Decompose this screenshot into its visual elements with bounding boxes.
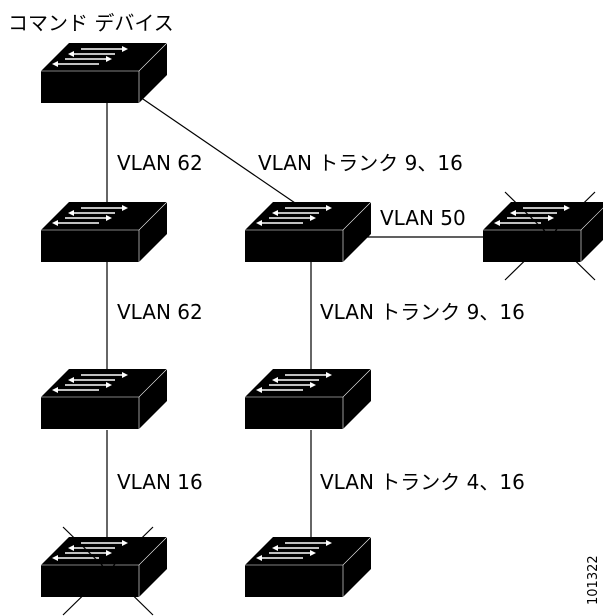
diagram-title: コマンド デバイス <box>8 11 174 35</box>
link-command-mid-1 <box>139 96 299 206</box>
links <box>106 96 484 538</box>
switch-right-1-icon <box>483 191 603 281</box>
link-label-mid-1-mid-2: VLAN トランク 9、16 <box>320 300 525 324</box>
failure-cross-icon <box>62 526 154 616</box>
link-labels: VLAN 62 VLAN トランク 9、16 VLAN 50 VLAN 62 V… <box>117 151 525 494</box>
link-label-command-left-1: VLAN 62 <box>117 151 203 175</box>
link-label-left-2-left-3: VLAN 16 <box>117 470 203 494</box>
switch-command-icon <box>41 42 168 103</box>
switch-left-2-icon <box>41 368 168 429</box>
link-label-mid-2-mid-3: VLAN トランク 4、16 <box>320 470 525 494</box>
switches <box>41 42 603 616</box>
switch-left-3-icon <box>41 526 168 616</box>
link-label-left-1-left-2: VLAN 62 <box>117 300 203 324</box>
switch-mid-1-icon <box>245 201 372 262</box>
switch-mid-2-icon <box>245 368 372 429</box>
failure-cross-icon <box>504 191 596 281</box>
link-label-mid-1-right-1: VLAN 50 <box>380 206 466 230</box>
switch-left-1-icon <box>41 201 168 262</box>
figure-id: 101322 <box>586 555 601 605</box>
switch-mid-3-icon <box>245 536 372 597</box>
link-label-command-mid-1: VLAN トランク 9、16 <box>258 151 463 175</box>
